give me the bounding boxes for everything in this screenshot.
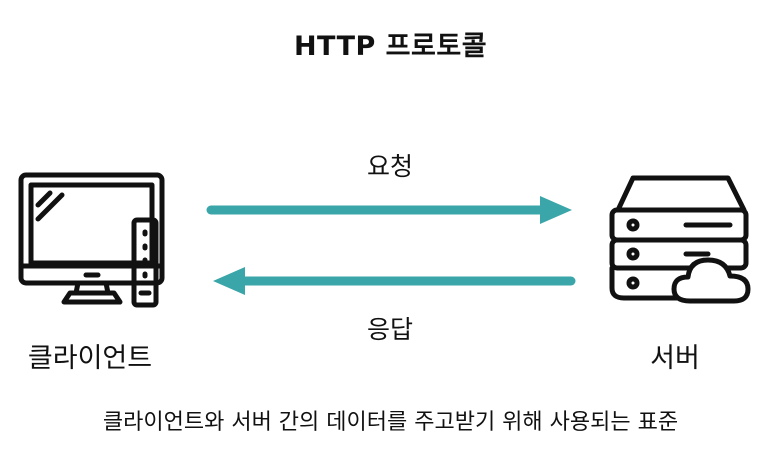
request-label: 요청 <box>366 152 413 181</box>
caption-text: 클라이언트와 서버 간의 데이터를 주고받기 위해 사용되는 표준 <box>102 410 679 435</box>
response-label: 응답 <box>366 315 413 344</box>
response-arrow <box>213 267 576 295</box>
diagram-title: HTTP 프로토콜 <box>293 31 488 62</box>
request-arrow <box>206 196 572 224</box>
server-label: 서버 <box>650 343 700 374</box>
server-cloud-icon <box>609 175 751 304</box>
client-label: 클라이언트 <box>27 343 153 374</box>
desktop-computer-icon <box>18 172 165 308</box>
